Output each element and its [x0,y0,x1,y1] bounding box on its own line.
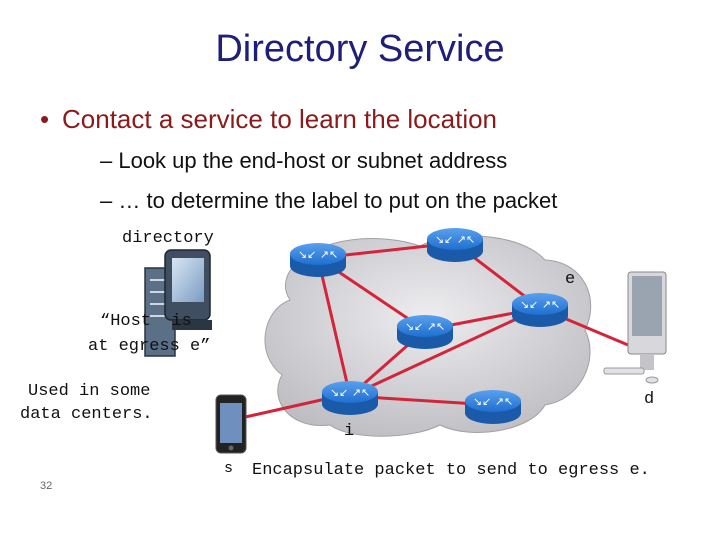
host-quote-line2: at egress e” [88,337,211,356]
main-bullet-text: Contact a service to learn the location [62,104,498,134]
sub-bullet-1: – Look up the end-host or subnet address [100,148,508,173]
smartphone-icon [215,394,247,454]
source-label: s [224,460,234,477]
router-3: ↘↙ ↗↖ [397,315,453,349]
egress-label: e [565,270,576,289]
router-2: ↘↙ ↗↖ [427,228,483,262]
page-number: 32 [40,480,53,492]
link-r4-r5 [349,306,541,398]
ingress-label: i [344,422,355,441]
svg-text:↘↙ ↗↖: ↘↙ ↗↖ [405,320,445,333]
router-1: ↘↙ ↗↖ [290,243,346,277]
destination-label: d [644,390,655,409]
directory-label: directory [122,229,214,248]
slide-title: Directory Service [215,28,505,70]
svg-text:↘↙ ↗↖: ↘↙ ↗↖ [473,395,513,408]
directory-server-icon [144,249,212,357]
sub-bullet-2: – … to determine the label to put on the… [100,188,558,213]
bullet-dot: • [40,104,50,134]
svg-text:↘↙ ↗↖: ↘↙ ↗↖ [520,298,560,311]
router-ingress: ↘↙ ↗↖ [322,381,378,415]
host-quote-line1: “Host is [100,312,192,331]
note-line1: Used in some [28,382,151,401]
svg-text:↘↙ ↗↖: ↘↙ ↗↖ [330,386,370,399]
router-6: ↘↙ ↗↖ [465,390,521,424]
note-line2: data centers. [20,405,153,424]
main-bullet: • Contact a service to learn the location [40,104,497,135]
desktop-computer-icon [603,271,667,384]
router-egress: ↘↙ ↗↖ [512,293,568,327]
link-r1-r4 [316,257,352,397]
link-phone-r4 [231,396,331,422]
svg-text:↘↙ ↗↖: ↘↙ ↗↖ [298,248,338,261]
svg-text:↘↙ ↗↖: ↘↙ ↗↖ [435,233,475,246]
encapsulate-caption: Encapsulate packet to send to egress e. [252,461,650,480]
